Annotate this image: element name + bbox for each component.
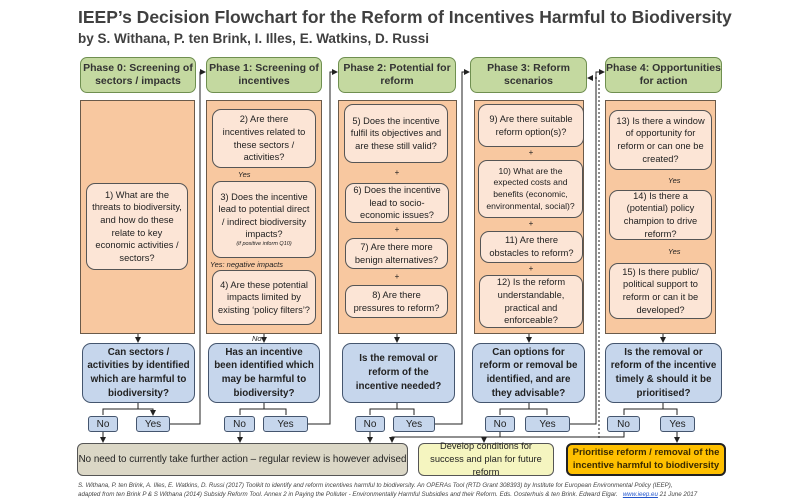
phase-3-header: Phase 3: Reform scenarios bbox=[470, 57, 587, 93]
plus-sign: + bbox=[528, 148, 534, 157]
question-8: 8) Are there pressures to reform? bbox=[345, 285, 448, 318]
footer-citation-2: adapted from ten Brink P & S Withana (20… bbox=[78, 491, 697, 498]
question-2: 2) Are there incentives related to these… bbox=[212, 109, 316, 168]
authors: by S. Withana, P. ten Brink, I. Illes, E… bbox=[78, 31, 429, 46]
yes-label: Yes bbox=[238, 170, 251, 179]
question-7: 7) Are there more benign alternatives? bbox=[345, 238, 448, 269]
yes-label: Yes bbox=[668, 176, 681, 185]
question-3: 3) Does the incentive lead to potential … bbox=[212, 181, 316, 258]
phase-3-decision: Can options for reform or removal be ide… bbox=[472, 343, 585, 403]
phase-2-header: Phase 2: Potential for reform bbox=[338, 57, 456, 93]
phase-1-header: Phase 1: Screening of incentives bbox=[206, 57, 322, 93]
phase-0-header: Phase 0: Screening of sectors / impacts bbox=[80, 57, 196, 93]
question-3-text: 3) Does the incentive lead to potential … bbox=[218, 191, 310, 240]
yes-label: Yes bbox=[668, 247, 681, 256]
phase-2-no: No bbox=[355, 416, 385, 432]
question-10: 10) What are the expected costs and bene… bbox=[478, 160, 583, 218]
phase-1-decision: Has an incentive been identified which m… bbox=[208, 343, 320, 403]
phase-0-yes: Yes bbox=[136, 416, 170, 432]
phase-2-yes: Yes bbox=[393, 416, 435, 432]
question-6: 6) Does the incentive lead to socio-econ… bbox=[345, 183, 449, 223]
question-12: 12) Is the reform understandable, practi… bbox=[479, 275, 583, 328]
outcome-no-action: No need to currently take further action… bbox=[77, 443, 408, 476]
phase-4-yes: Yes bbox=[660, 416, 695, 432]
question-9: 9) Are there suitable reform option(s)? bbox=[478, 104, 584, 147]
plus-sign: + bbox=[528, 264, 534, 273]
question-15: 15) Is there public/ political support t… bbox=[609, 263, 712, 319]
phase-1-no: No bbox=[224, 416, 255, 432]
question-11: 11) Are there obstacles to reform? bbox=[480, 231, 583, 263]
plus-sign: + bbox=[394, 225, 400, 234]
question-3-note: (if positive inform Q10) bbox=[236, 240, 292, 247]
plus-sign: + bbox=[394, 168, 400, 177]
phase-3-no: No bbox=[485, 416, 515, 432]
plus-sign: + bbox=[528, 219, 534, 228]
question-14: 14) Is there a (potential) policy champi… bbox=[609, 190, 712, 240]
footer-date: 21 June 2017 bbox=[659, 491, 698, 498]
phase-2-decision: Is the removal or reform of the incentiv… bbox=[342, 343, 455, 403]
yes-negative-impacts-label: Yes: negative impacts bbox=[210, 260, 283, 269]
plus-sign: + bbox=[394, 272, 400, 281]
phase-0-no: No bbox=[88, 416, 118, 432]
question-1: 1) What are the threats to biodiversity,… bbox=[86, 183, 188, 270]
no-label: No bbox=[252, 334, 262, 343]
phase-4-header: Phase 4: Opportunities for action bbox=[605, 57, 722, 93]
footer-link[interactable]: www.ieep.eu bbox=[622, 491, 658, 498]
page-title: IEEP’s Decision Flowchart for the Reform… bbox=[78, 7, 732, 27]
phase-4-no: No bbox=[607, 416, 640, 432]
outcome-prioritise-reform: Prioritise reform / removal of the incen… bbox=[566, 443, 726, 476]
question-13: 13) Is there a window of opportunity for… bbox=[609, 110, 712, 170]
phase-0-decision: Can sectors / activities by identified w… bbox=[82, 343, 195, 403]
outcome-develop-conditions: Develop conditions for success and plan … bbox=[418, 441, 554, 477]
phase-4-decision: Is the removal or reform of the incentiv… bbox=[605, 343, 722, 403]
phase-3-yes: Yes bbox=[525, 416, 570, 432]
footer-citation-1: S. Withana, P. ten Brink, A. Illes, E. W… bbox=[78, 482, 673, 489]
question-5: 5) Does the incentive fulfil its objecti… bbox=[344, 104, 448, 163]
question-4: 4) Are these potential impacts limited b… bbox=[212, 270, 316, 325]
footer-citation-2-text: adapted from ten Brink P & S Withana (20… bbox=[78, 491, 618, 498]
phase-1-yes: Yes bbox=[263, 416, 308, 432]
